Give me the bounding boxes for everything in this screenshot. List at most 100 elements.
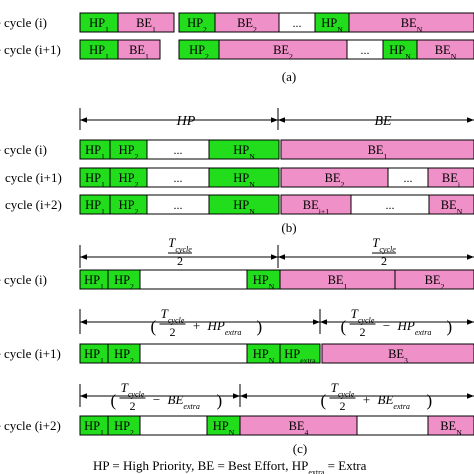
row-label: e cycle (i) <box>0 15 47 30</box>
segment-label: HP2 <box>114 273 134 291</box>
paren-close: ) <box>257 317 263 336</box>
b-row3-seg-7: BEN <box>428 194 474 216</box>
segment-label: HPN <box>321 16 343 34</box>
fraction-denominator: 2 <box>360 325 366 339</box>
tcycle-label: Tcycle <box>351 306 375 325</box>
segment-box <box>427 415 474 436</box>
segment-label: HP2 <box>119 143 139 161</box>
caption-c: (c) <box>293 441 307 456</box>
paren-open: ( <box>151 317 157 336</box>
b-row3-seg-3: ... <box>146 194 210 215</box>
segment-label: BE3 <box>388 347 408 365</box>
a-row1-seg-6: HPN <box>314 12 350 34</box>
b-row2-seg-4: HPN <box>208 167 280 189</box>
paren-close: ) <box>427 391 433 410</box>
segment-label: ... <box>404 171 413 185</box>
segment-label: ... <box>293 16 302 30</box>
c-row3-seg-2: HP2 <box>107 415 141 437</box>
c-row1-seg-4: HPN <box>246 269 281 291</box>
tcycle-label: Tcycle <box>372 235 396 254</box>
b-hp-label: HP <box>176 114 196 129</box>
c-row2-seg-1: HP1 <box>79 343 109 365</box>
c-row2-seg-2: HP2 <box>107 343 141 365</box>
segment-box <box>117 39 161 60</box>
segment-label: HP2 <box>114 419 134 437</box>
segment-box <box>279 343 321 364</box>
extra-term: BEextra <box>378 392 410 411</box>
tcycle-label: Tcycle <box>121 380 145 399</box>
segment-box <box>394 269 474 290</box>
row-label: e cycle (i) <box>0 142 47 157</box>
segment-label: HPN <box>233 143 255 161</box>
segment-label: HP1 <box>84 273 104 291</box>
row-label: e cycle (i+1) <box>0 346 61 361</box>
operator: − <box>153 392 160 407</box>
segment-box <box>280 139 474 160</box>
row-label: cycle (i+2) <box>5 197 62 212</box>
extra-term: BEextra <box>168 392 200 411</box>
segment-box <box>139 269 248 290</box>
fraction-denominator: 2 <box>381 254 387 268</box>
operator: + <box>193 318 200 333</box>
b-row1-seg-2: HP2 <box>109 139 148 161</box>
segment-box <box>139 343 248 364</box>
b-row1-seg-3: ... <box>146 139 210 160</box>
a-row1-seg-4: BE2 <box>214 12 280 34</box>
segment-label: HP1 <box>85 171 105 189</box>
segment-label: HPN <box>253 273 275 291</box>
segment-label: BE4 <box>289 419 309 437</box>
annotations <box>79 108 474 407</box>
a-row2-seg-1: HP1 <box>79 39 119 61</box>
segment-label: HP1 <box>89 16 109 34</box>
segment-label: ... <box>386 198 395 212</box>
a-row2-seg-5: ... <box>346 39 384 60</box>
segment-box <box>348 12 474 33</box>
segment-label: BE2 <box>425 273 445 291</box>
segment-label: BEN <box>401 16 423 34</box>
segment-label: HPN <box>233 171 255 189</box>
segment-label: HP2 <box>189 43 209 61</box>
segment-label: ... <box>361 43 370 57</box>
segment-label: ... <box>174 143 183 157</box>
segment-label: BE1 <box>129 43 149 61</box>
b-row2-seg-3: ... <box>146 167 210 188</box>
fraction-denominator: 2 <box>170 325 176 339</box>
a-row2-seg-7: BEN <box>416 39 474 61</box>
a-row2-seg-4: BE2 <box>218 39 348 61</box>
segment-box <box>427 167 474 188</box>
row-label: e cycle (i+2) <box>0 418 61 433</box>
c-row2-seg-6: BE3 <box>321 343 474 365</box>
segment-label: HPN <box>213 419 235 437</box>
operator: + <box>363 392 370 407</box>
b-row2-seg-7: BEi <box>427 167 474 189</box>
fraction-denominator: 2 <box>130 399 136 413</box>
c-row2-seg-5: HPextra <box>279 343 321 365</box>
paren-open: ( <box>321 391 327 410</box>
a-row1-seg-2: BE1 <box>117 12 175 34</box>
segment-box <box>356 415 429 436</box>
segment-label: HP2 <box>119 198 139 216</box>
c-row3-seg-5: BE4 <box>239 415 358 437</box>
b-row2-seg-2: HP2 <box>109 167 148 189</box>
extra-term: HPextra <box>397 318 432 337</box>
b-row1-seg-4: HPN <box>208 139 280 161</box>
paren-open: ( <box>341 317 347 336</box>
c-row3-seg-1: HP1 <box>79 415 109 437</box>
a-row2-seg-6: HPN <box>382 39 418 61</box>
tcycle-label: Tcycle <box>168 235 192 254</box>
b-row3-seg-5: BEi+1 <box>280 194 352 216</box>
fraction-denominator: 2 <box>177 254 183 268</box>
paren-close: ) <box>217 391 223 410</box>
paren-open: ( <box>111 391 117 410</box>
segment-label: BEi+1 <box>303 198 330 216</box>
b-row1-seg-5: BE1 <box>280 139 474 161</box>
segment-label: HP1 <box>84 419 104 437</box>
b-row2-seg-1: HP1 <box>79 167 111 189</box>
segment-box <box>416 39 474 60</box>
a-row2-seg-3: HP2 <box>178 39 220 61</box>
segment-label: HPN <box>389 43 411 61</box>
segment-label: HP1 <box>85 198 105 216</box>
